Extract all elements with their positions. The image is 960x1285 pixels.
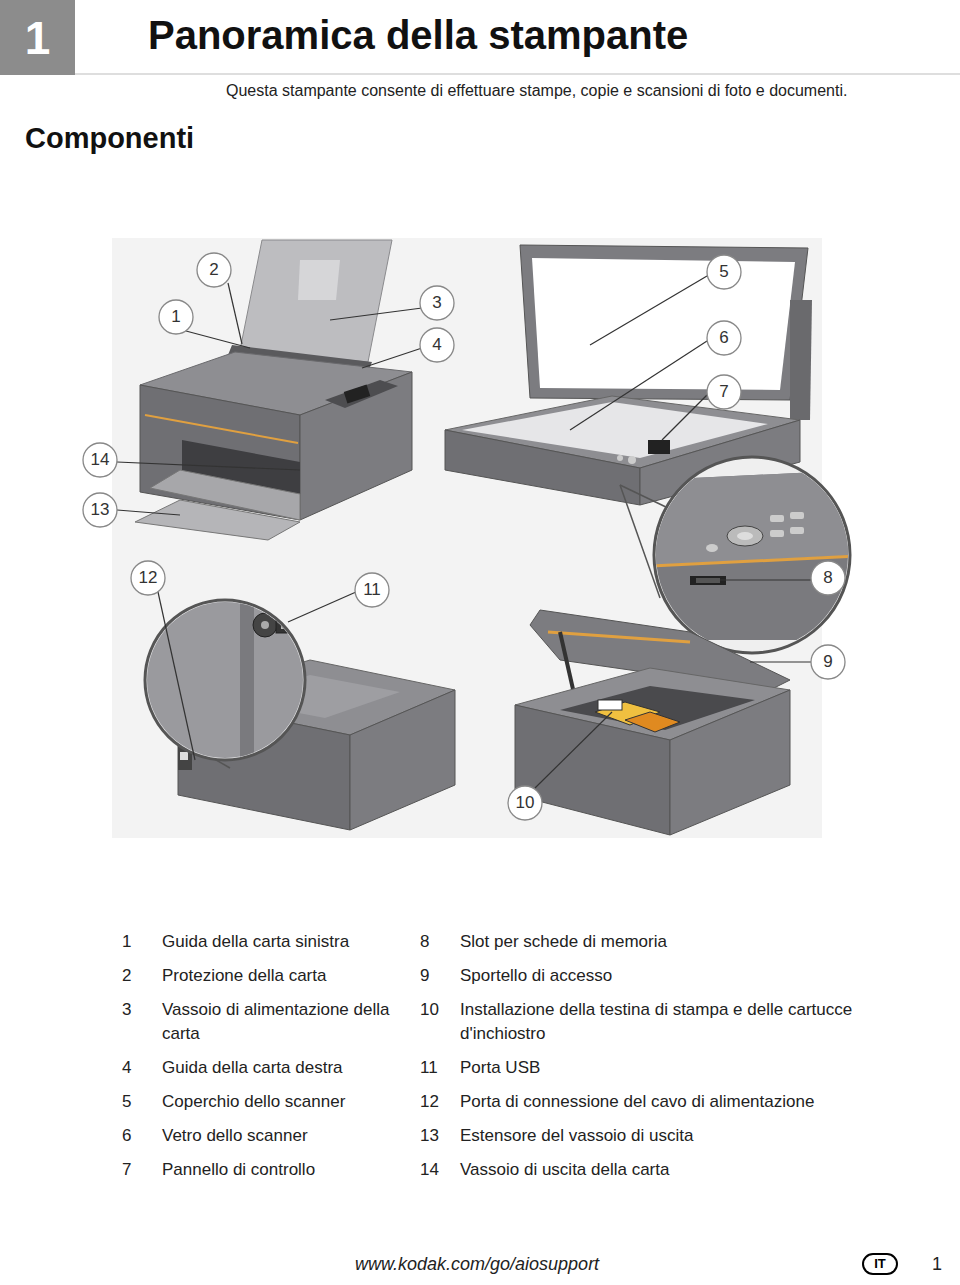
callout-number: 8 xyxy=(811,567,845,589)
callout-number: 11 xyxy=(355,579,389,601)
callout-number: 5 xyxy=(707,261,741,283)
part-name: Vassoio di alimentazione della carta xyxy=(162,998,412,1046)
part-name: Pannello di controllo xyxy=(162,1158,412,1182)
legend-number: 2 xyxy=(122,964,150,988)
node-text: 1 xyxy=(25,11,51,65)
legend-number: 11 xyxy=(420,1056,452,1080)
page-title: Panoramica della stampante xyxy=(148,10,688,60)
legend-number: 10 xyxy=(420,998,452,1022)
part-name: Guida della carta sinistra xyxy=(162,930,412,954)
part-name: Porta USB xyxy=(460,1056,855,1080)
part-name: Protezione della carta xyxy=(162,964,412,988)
legend-number: 8 xyxy=(420,930,452,954)
printer-rear xyxy=(140,600,455,830)
callout-number: 4 xyxy=(420,334,454,356)
printer-access-open xyxy=(515,610,790,835)
legend-number: 13 xyxy=(420,1124,452,1148)
part-name: Vassoio di uscita della carta xyxy=(460,1158,855,1182)
callout-number: 9 xyxy=(811,651,845,673)
part-name: Porta di connessione del cavo di aliment… xyxy=(460,1090,855,1114)
part-name: Estensore del vassoio di uscita xyxy=(460,1124,855,1148)
control-panel-inset xyxy=(620,457,860,653)
chapter-box: 1 xyxy=(0,0,75,75)
part-name: Sportello di accesso xyxy=(460,964,855,988)
leader-lines xyxy=(117,276,811,788)
page-number: 1 xyxy=(932,1252,942,1276)
language-badge: IT xyxy=(862,1253,898,1275)
part-name: Installazione della testina di stampa e … xyxy=(460,998,855,1046)
part-name: Slot per schede di memoria xyxy=(460,930,855,954)
legend-number: 6 xyxy=(122,1124,150,1148)
intro-text: Questa stampante consente di effettuare … xyxy=(226,80,847,102)
callout-number: 3 xyxy=(420,292,454,314)
callout-number: 1 xyxy=(159,306,193,328)
legend-number: 1 xyxy=(122,930,150,954)
part-name: Vetro dello scanner xyxy=(162,1124,412,1148)
callout-number: 13 xyxy=(83,499,117,521)
part-name: Guida della carta destra xyxy=(162,1056,412,1080)
legend-number: 14 xyxy=(420,1158,452,1182)
callout-circles xyxy=(83,253,845,820)
legend-number: 12 xyxy=(420,1090,452,1114)
printer-front xyxy=(135,240,412,540)
legend-number: 5 xyxy=(122,1090,150,1114)
legend-number: 9 xyxy=(420,964,452,988)
callout-number: 12 xyxy=(131,567,165,589)
part-name: Coperchio dello scanner xyxy=(162,1090,412,1114)
callout-number: 10 xyxy=(508,792,542,814)
header-rule xyxy=(75,74,960,75)
callout-number: 7 xyxy=(707,381,741,403)
support-url: www.kodak.com/go/aiosupport xyxy=(355,1252,599,1276)
section-heading: Componenti xyxy=(25,120,194,156)
callout-number: 14 xyxy=(83,449,117,471)
node-text: IT xyxy=(874,1256,886,1272)
legend-number: 7 xyxy=(122,1158,150,1182)
legend-number: 3 xyxy=(122,998,150,1022)
callout-number: 6 xyxy=(707,327,741,349)
legend-number: 4 xyxy=(122,1056,150,1080)
callout-number: 2 xyxy=(197,259,231,281)
